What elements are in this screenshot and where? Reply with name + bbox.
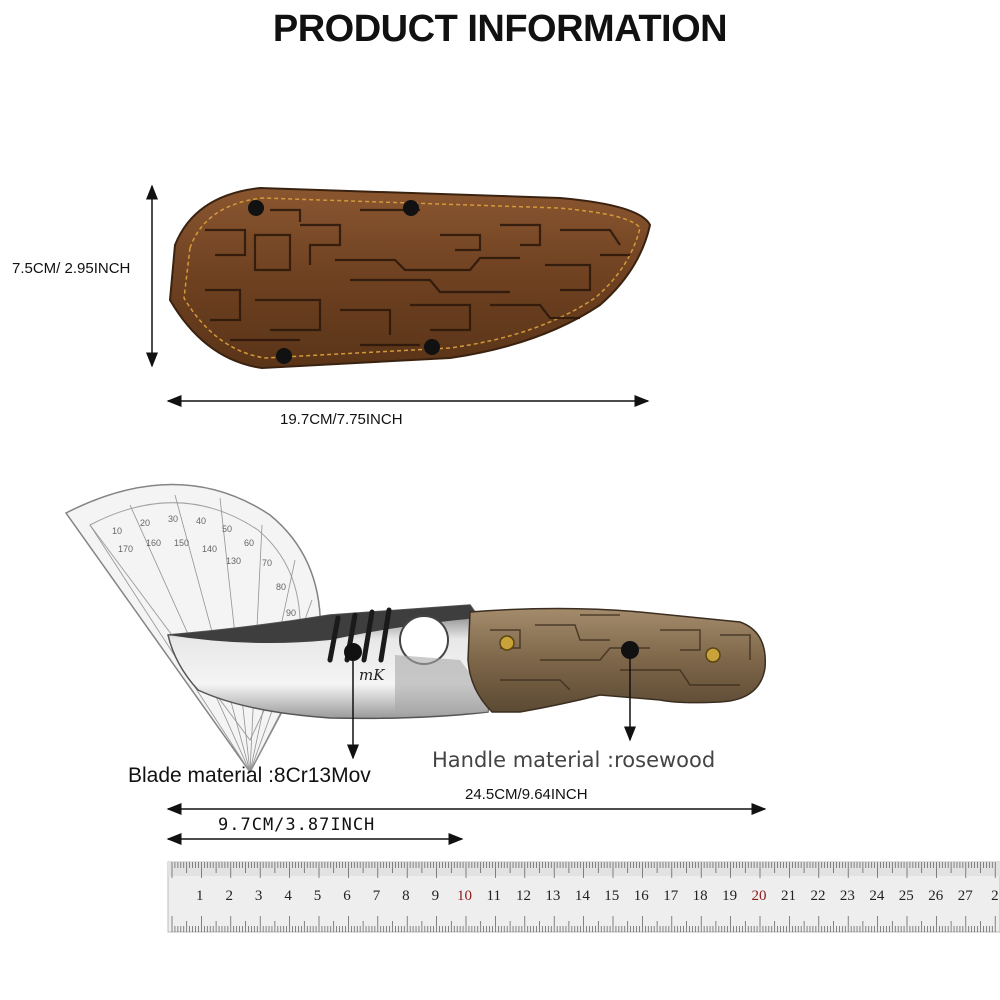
svg-text:140: 140 bbox=[202, 544, 217, 554]
ruler-number: 9 bbox=[431, 888, 440, 904]
page-title: PRODUCT INFORMATION bbox=[272, 8, 728, 50]
ruler-number: 2 bbox=[991, 888, 999, 904]
ruler-number: 19 bbox=[722, 888, 738, 904]
ruler-number: 8 bbox=[402, 888, 410, 904]
svg-text:160: 160 bbox=[146, 538, 161, 548]
ruler-number: 21 bbox=[781, 888, 796, 904]
ruler-number: 5 bbox=[313, 888, 322, 904]
measuring-ruler bbox=[167, 861, 1000, 933]
ruler-number: 25 bbox=[898, 888, 914, 904]
ruler-number: 7 bbox=[372, 888, 381, 904]
ruler-number: 10 bbox=[457, 888, 473, 904]
svg-text:80: 80 bbox=[276, 582, 286, 592]
ruler-number: 20 bbox=[751, 888, 767, 904]
ruler-number: 16 bbox=[633, 888, 649, 904]
ruler-number: 26 bbox=[928, 888, 944, 904]
ruler-number: 17 bbox=[663, 888, 679, 904]
ruler-number: 23 bbox=[839, 888, 855, 904]
ruler-number: 2 bbox=[225, 888, 233, 904]
ruler-number: 13 bbox=[545, 888, 561, 904]
ruler-number: 12 bbox=[515, 888, 531, 904]
ruler-number: 11 bbox=[486, 888, 501, 904]
ruler-number: 27 bbox=[957, 888, 973, 904]
svg-text:130: 130 bbox=[226, 556, 241, 566]
sheath-length-label: 19.7CM/7.75INCH bbox=[280, 411, 403, 428]
svg-text:20: 20 bbox=[140, 518, 150, 528]
ruler-number: 6 bbox=[343, 888, 351, 904]
svg-text:170: 170 bbox=[118, 544, 133, 554]
knife bbox=[167, 604, 767, 720]
ruler-number: 4 bbox=[284, 888, 292, 904]
ruler-number: 3 bbox=[254, 888, 263, 904]
svg-text:10: 10 bbox=[112, 526, 122, 536]
sheath-height-label: 7.5CM/ 2.95INCH bbox=[12, 260, 131, 277]
svg-text:30: 30 bbox=[168, 514, 178, 524]
leather-sheath bbox=[168, 186, 652, 370]
blade-logo: mK bbox=[359, 666, 385, 684]
svg-text:150: 150 bbox=[174, 538, 189, 548]
ruler-number: 14 bbox=[574, 888, 590, 904]
ruler-number: 1 bbox=[196, 888, 204, 904]
svg-text:50: 50 bbox=[222, 524, 232, 534]
blade-material-label: Blade material :8Cr13Mov bbox=[128, 764, 371, 787]
ruler-number: 18 bbox=[692, 888, 708, 904]
ruler-number: 24 bbox=[869, 888, 885, 904]
blade-length-label: 9.7CM/3.87INCH bbox=[218, 815, 376, 835]
svg-text:70: 70 bbox=[262, 558, 272, 568]
svg-text:90: 90 bbox=[286, 608, 296, 618]
svg-text:60: 60 bbox=[244, 538, 254, 548]
svg-text:40: 40 bbox=[196, 516, 206, 526]
total-length-label: 24.5CM/9.64INCH bbox=[465, 786, 588, 803]
ruler-number: 22 bbox=[810, 888, 826, 904]
handle-material-label: Handle material :rosewood bbox=[432, 748, 716, 772]
ruler-number: 15 bbox=[604, 888, 620, 904]
